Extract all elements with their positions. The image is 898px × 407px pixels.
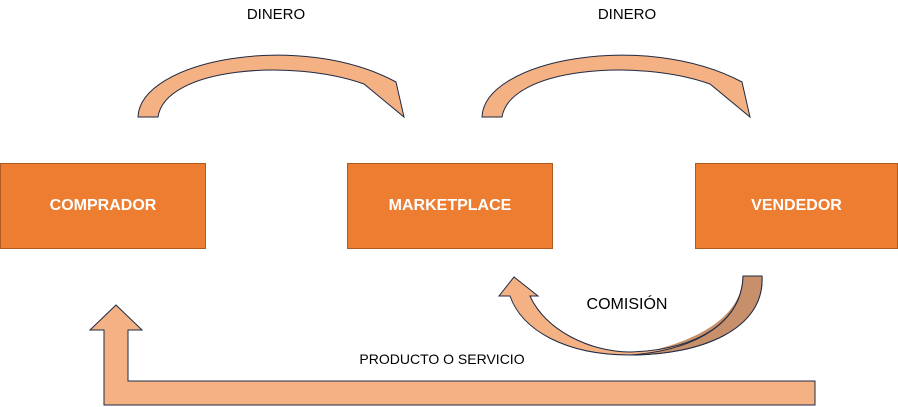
label-money-1: DINERO xyxy=(246,6,306,23)
money-arrow-marketplace-to-seller xyxy=(481,54,751,119)
product-arrow-seller-to-buyer xyxy=(88,304,816,406)
commission-arrow-shade-overlay xyxy=(629,275,763,356)
label-commission: COMISIÓN xyxy=(586,296,668,313)
label-product: PRODUCTO O SERVICIO xyxy=(359,351,525,367)
money-arrow-buyer-to-marketplace xyxy=(137,54,405,119)
node-marketplace: MARKETPLACE xyxy=(347,163,553,249)
node-buyer: COMPRADOR xyxy=(0,163,206,249)
label-money-2: DINERO xyxy=(597,6,657,23)
commission-arrow-seller-to-marketplace xyxy=(497,275,763,356)
node-seller: VENDEDOR xyxy=(695,163,898,249)
